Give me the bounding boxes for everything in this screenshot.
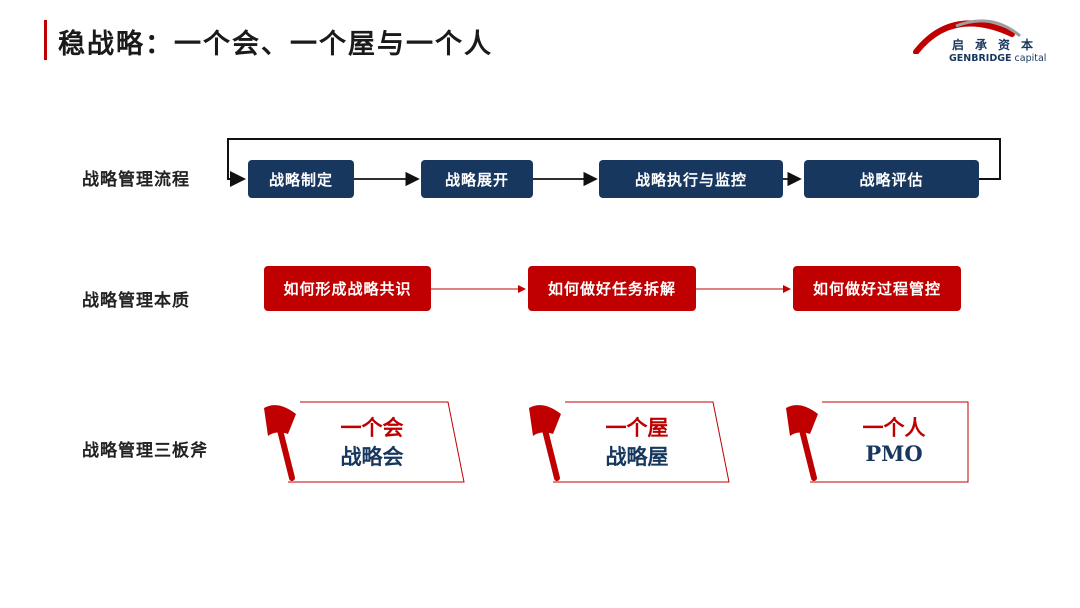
axe-subtitle: 战略屋 — [605, 444, 669, 469]
logo-en-bold: GENBRIDGE — [949, 53, 1012, 64]
logo-en-light: capital — [1014, 53, 1047, 64]
logo-arc-icon — [913, 19, 1021, 54]
axe-card-meeting: 一个会 战略会 — [260, 400, 470, 486]
row-label-process: 战略管理流程 — [82, 170, 190, 190]
axe-icon — [264, 405, 296, 481]
axe-card-house: 一个屋 战略屋 — [525, 400, 735, 486]
process-step-strategy-evaluation: 战略评估 — [804, 160, 979, 198]
axe-subtitle: 战略会 — [340, 444, 404, 469]
axe-title: 一个会 — [340, 415, 404, 440]
essence-step-consensus: 如何形成战略共识 — [264, 266, 431, 311]
essence-step-task-breakdown: 如何做好任务拆解 — [528, 266, 696, 311]
title-accent-bar — [44, 20, 47, 60]
axe-icon — [529, 405, 561, 481]
process-step-strategy-deployment: 战略展开 — [421, 160, 533, 198]
process-step-execution-monitoring: 战略执行与监控 — [599, 160, 783, 198]
axe-icon — [786, 405, 818, 481]
axe-title: 一个人 — [862, 415, 926, 440]
axe-card-person: 一个人 PMO — [782, 400, 992, 486]
feedback-loop-line — [227, 138, 1001, 187]
axe-subtitle: PMO — [865, 441, 923, 466]
axe-title: 一个屋 — [605, 415, 669, 440]
process-step-strategy-formulation: 战略制定 — [248, 160, 354, 198]
logo-english-text: GENBRIDGE capital — [949, 53, 1046, 64]
logo-chinese-text: 启承资本 — [952, 38, 1045, 52]
row-label-essence: 战略管理本质 — [82, 291, 190, 311]
essence-step-process-control: 如何做好过程管控 — [793, 266, 961, 311]
company-logo: 启承资本 GENBRIDGE capital — [912, 14, 1062, 70]
page-title: 稳战略：一个会、一个屋与一个人 — [58, 29, 493, 60]
row-label-axes: 战略管理三板斧 — [82, 441, 208, 461]
